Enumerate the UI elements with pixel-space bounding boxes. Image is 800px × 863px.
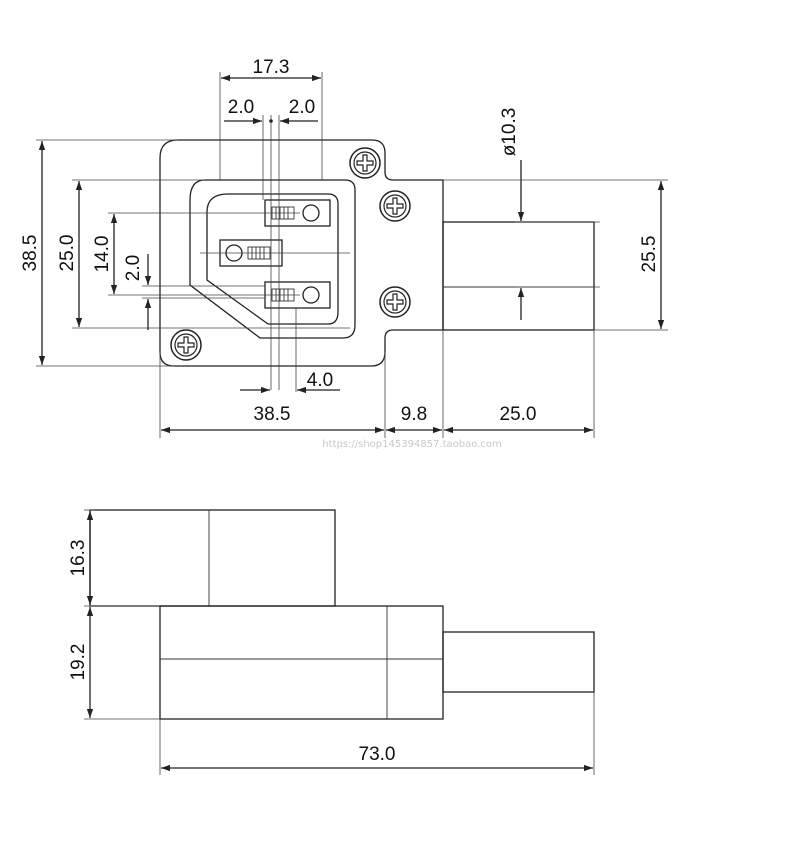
screw-icon xyxy=(379,286,411,318)
dim-width-step: 9.8 xyxy=(401,404,427,425)
side-view: 16.3 19.2 73.0 xyxy=(68,509,595,775)
dim-width-body: 38.5 xyxy=(254,404,291,425)
screw-icon xyxy=(170,329,202,361)
side-lower-body xyxy=(159,605,444,720)
front-view: 17.3 2.0 2.0 38.5 25.0 14.0 2.0 xyxy=(20,57,668,450)
socket-bezel xyxy=(189,179,356,339)
dim-height-lower: 19.2 xyxy=(68,644,89,681)
dim-pin-bottom: 4.0 xyxy=(307,370,333,391)
socket-opening xyxy=(206,193,339,325)
tail-body xyxy=(442,221,595,331)
side-tail xyxy=(442,631,595,693)
screw-icon xyxy=(379,190,411,222)
dim-pin-spacing-right: 2.0 xyxy=(289,97,315,118)
dim-height-overall: 38.5 xyxy=(20,235,41,272)
dim-height-upper: 16.3 xyxy=(68,540,89,577)
dim-width-top: 17.3 xyxy=(253,57,290,78)
watermark: https://shop145394857.taobao.com xyxy=(322,439,501,450)
dim-pin-spacing-left: 2.0 xyxy=(228,97,254,118)
dim-length-total: 73.0 xyxy=(359,744,396,765)
dim-pin-offset: 2.0 xyxy=(123,255,144,281)
dim-height-pins: 14.0 xyxy=(92,236,113,273)
dim-height-inner: 25.0 xyxy=(57,235,78,272)
screw-icon xyxy=(349,147,381,179)
dim-width-tail: 25.0 xyxy=(500,404,537,425)
side-upper-block xyxy=(89,509,336,607)
dim-hole-diameter: ø10.3 xyxy=(499,108,520,157)
dim-height-tail: 25.5 xyxy=(639,236,660,273)
